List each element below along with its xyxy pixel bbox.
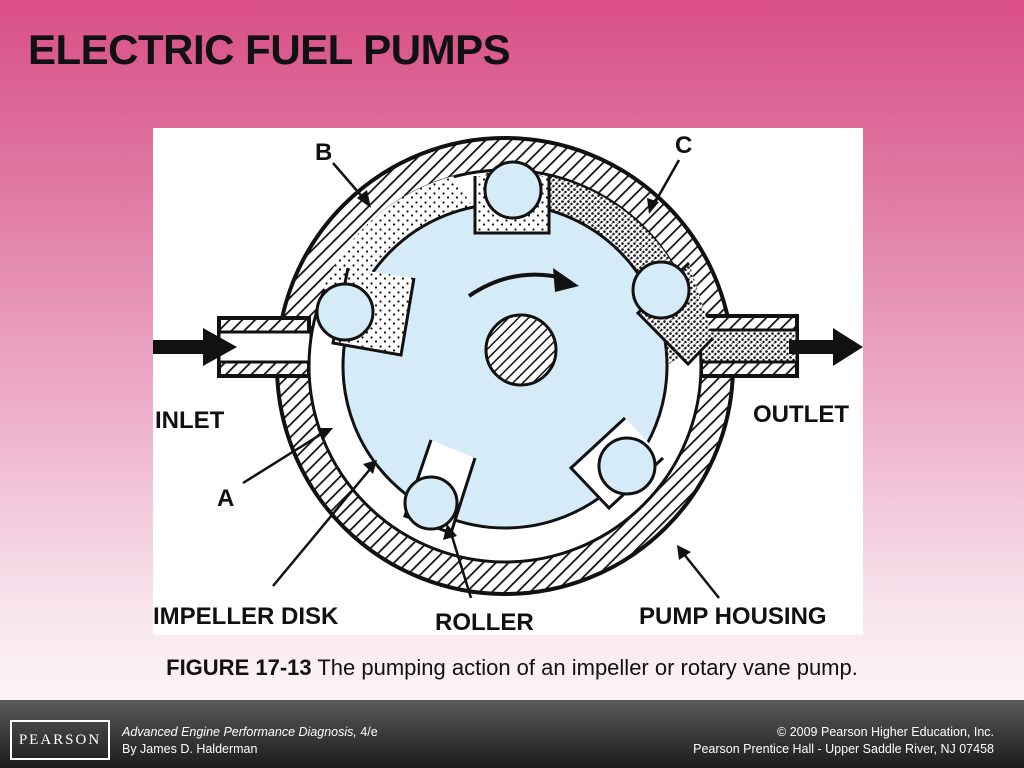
roller-bottom: [403, 475, 459, 531]
leader-impeller-disk: [272, 460, 377, 587]
inlet-port: [217, 316, 313, 378]
label-outlet: OUTLET: [753, 401, 849, 428]
rollers: [315, 160, 691, 531]
fuel-pump-diagram: B C INLET OUTLET A IMPELLER DISK ROLLER …: [153, 128, 863, 635]
leader-b: [332, 162, 371, 208]
book-title: Advanced Engine Performance Diagnosis,: [122, 725, 357, 739]
figure-caption-text: The pumping action of an impeller or rot…: [317, 655, 858, 680]
book-edition: 4/e: [360, 725, 378, 739]
label-impeller-disk: IMPELLER DISK: [153, 603, 339, 630]
label-roller: ROLLER: [435, 609, 534, 635]
figure-caption: FIGURE 17-13 The pumping action of an im…: [0, 655, 1024, 681]
roller-right: [631, 260, 691, 320]
figure-number: FIGURE 17-13: [166, 655, 312, 680]
footer-bar: PEARSON Advanced Engine Performance Diag…: [0, 700, 1024, 768]
outlet-port: [697, 314, 799, 378]
outlet-arrow: [789, 328, 863, 366]
rotation-arrow: [467, 268, 579, 298]
leader-c: [647, 159, 681, 214]
book-author: By James D. Halderman: [122, 742, 258, 756]
leader-pump-housing: [677, 545, 720, 599]
roller-top: [483, 160, 543, 220]
leader-roller: [443, 524, 473, 599]
label-b: B: [315, 139, 332, 166]
roller-left: [315, 282, 375, 342]
copyright-line: © 2009 Pearson Higher Education, Inc.: [777, 725, 994, 739]
slide-title: ELECTRIC FUEL PUMPS: [28, 26, 511, 73]
roller-bottom-right: [597, 436, 657, 496]
footer-book-info: Advanced Engine Performance Diagnosis, 4…: [122, 724, 378, 758]
footer-copyright: © 2009 Pearson Higher Education, Inc. Pe…: [693, 724, 994, 758]
label-pump-housing: PUMP HOUSING: [639, 603, 827, 630]
label-a: A: [217, 485, 234, 512]
label-c: C: [675, 132, 692, 159]
pearson-logo: PEARSON: [10, 720, 110, 760]
label-inlet: INLET: [155, 407, 225, 434]
inlet-arrow: [153, 328, 237, 366]
leader-a: [242, 428, 333, 485]
drive-shaft: [484, 313, 558, 387]
publisher-line: Pearson Prentice Hall - Upper Saddle Riv…: [693, 742, 994, 756]
